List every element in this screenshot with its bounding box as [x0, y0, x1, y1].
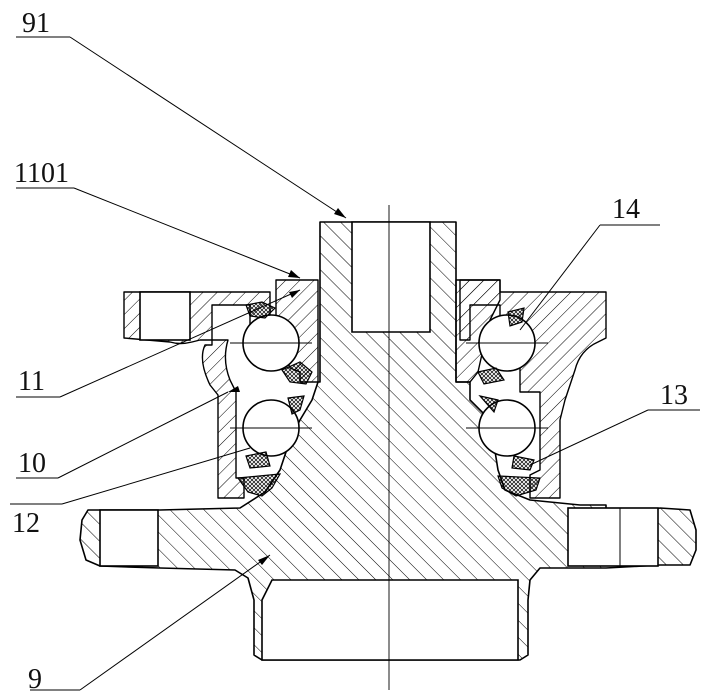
label-14: 14: [612, 194, 640, 225]
label-11: 11: [18, 366, 45, 397]
bolt-hole-left: [140, 292, 190, 340]
bolt-hole-bottom-left: [100, 510, 158, 566]
hub-shaft: [80, 222, 696, 660]
label-91: 91: [22, 8, 50, 39]
label-1101: 1101: [14, 158, 69, 189]
bolt-hole-bottom-right: [568, 508, 658, 566]
outer-ring-left: [124, 292, 270, 498]
label-9: 9: [28, 664, 42, 695]
label-10: 10: [18, 448, 46, 479]
label-13: 13: [660, 380, 688, 411]
label-12: 12: [12, 508, 40, 539]
